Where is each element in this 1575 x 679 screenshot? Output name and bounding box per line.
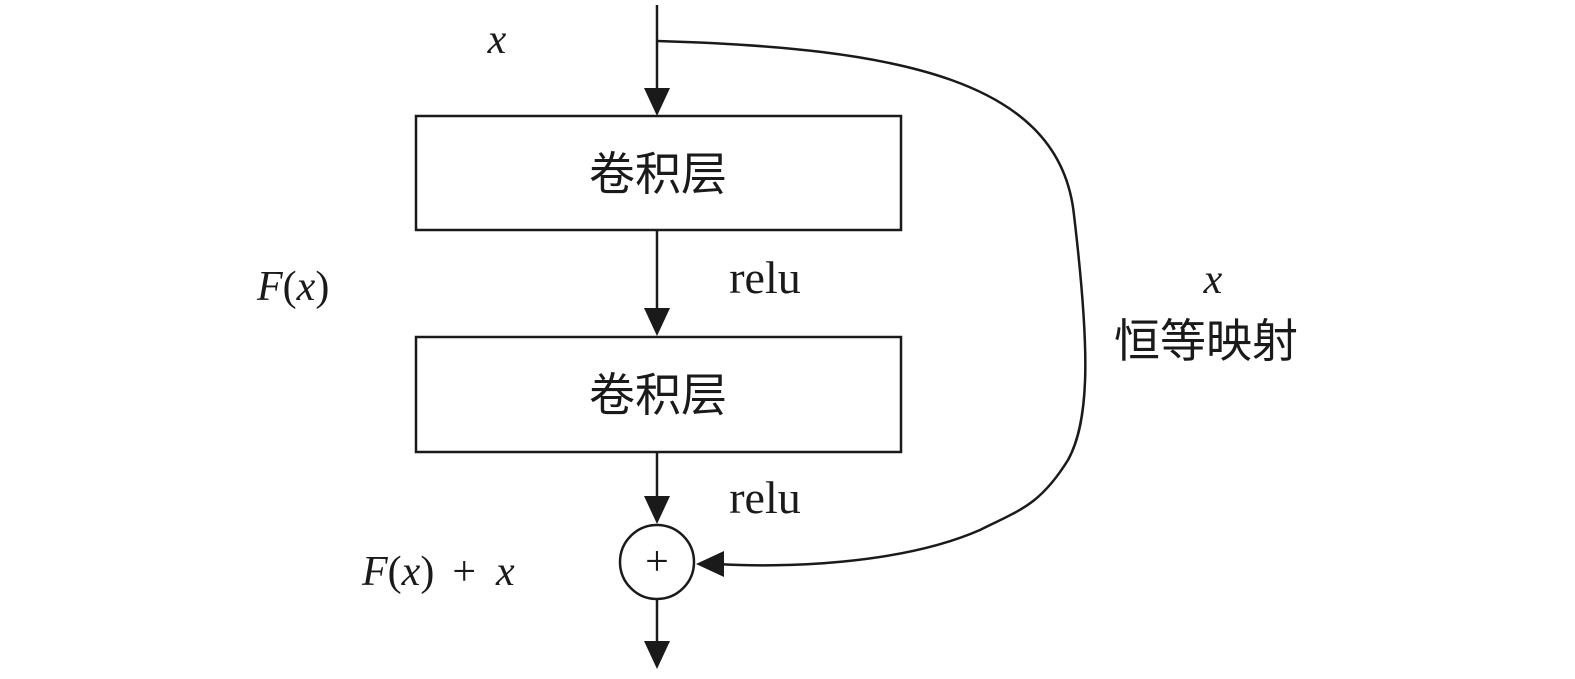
- output-arrowhead: [644, 641, 670, 669]
- conv-layer-2-label: 卷积层: [589, 368, 727, 422]
- conv-layer-2-box: [414, 335, 903, 454]
- relu2-arrowhead: [644, 496, 670, 524]
- identity-mapping-label: 恒等映射: [1114, 314, 1298, 368]
- shortcut-x-label: x: [1203, 257, 1223, 303]
- input-x-label: x: [487, 17, 507, 63]
- relu-label-2: relu: [729, 472, 801, 523]
- addition-node: [618, 523, 696, 601]
- identity-shortcut-path: [656, 39, 1087, 567]
- residual-function-label: F(x): [256, 264, 329, 310]
- output-sum-label: F(x)+x: [361, 549, 515, 595]
- conv-layer-1-label: 卷积层: [589, 147, 727, 201]
- shortcut-arrowhead: [696, 551, 724, 577]
- relu-label-1: relu: [729, 252, 801, 303]
- input-arrowhead: [644, 88, 670, 116]
- addition-symbol: +: [645, 539, 669, 585]
- relu1-arrowhead: [644, 308, 670, 336]
- conv-layer-1-box: [414, 114, 903, 232]
